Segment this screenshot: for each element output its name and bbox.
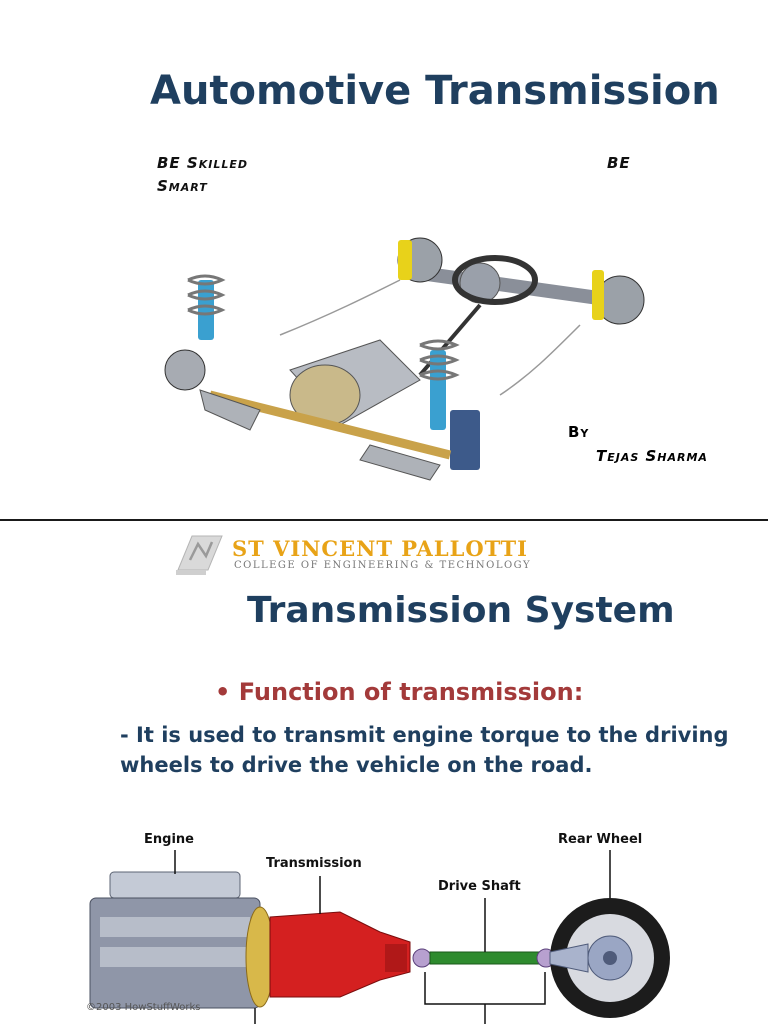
- tagline-left-line2: Smart: [157, 177, 208, 195]
- rear-axle: [397, 237, 645, 325]
- content-slide: ST VINCENT PALLOTTI COLLEGE OF ENGINEERI…: [0, 522, 768, 1024]
- college-subtitle: COLLEGE OF ENGINEERING & TECHNOLOGY: [234, 560, 532, 571]
- college-name: ST VINCENT PALLOTTI: [232, 536, 528, 561]
- rear-wheel: [549, 898, 670, 1018]
- slide-title: Automotive Transmission: [150, 68, 720, 114]
- bullet-heading: • Function of transmission:: [215, 678, 584, 706]
- body-text: - It is used to transmit engine torque t…: [120, 723, 729, 778]
- front-right-strut: [419, 339, 480, 470]
- drivetrain-diagram: [89, 850, 670, 1024]
- drive-shaft-label: Drive Shaft: [438, 879, 521, 894]
- steering-wheel: [452, 255, 538, 305]
- tagline-left-line1: BE Skilled: [157, 154, 248, 172]
- author-name: Tejas Sharma: [596, 447, 708, 465]
- rear-wheel-label: Rear Wheel: [558, 832, 643, 847]
- tagline-right: BE: [607, 154, 631, 172]
- transmission-label: Transmission: [266, 856, 362, 871]
- by-label: By: [568, 423, 590, 441]
- tie-rod: [208, 390, 452, 460]
- slide-title: Transmission System: [247, 590, 675, 631]
- college-logo: [176, 535, 223, 575]
- drivetrain-illustration: [164, 237, 645, 481]
- slide-divider: [0, 519, 768, 521]
- title-slide: Automotive Transmission BE Skilled Smart…: [150, 68, 720, 481]
- transmission-unit: [269, 911, 411, 998]
- front-left-strut: [164, 274, 226, 391]
- gearbox: [289, 303, 482, 426]
- copyright-notice: ©2003 HowStuffWorks: [86, 1002, 201, 1013]
- engine-block: [89, 871, 275, 1009]
- engine-label: Engine: [144, 832, 194, 847]
- drive-shaft: [412, 948, 556, 968]
